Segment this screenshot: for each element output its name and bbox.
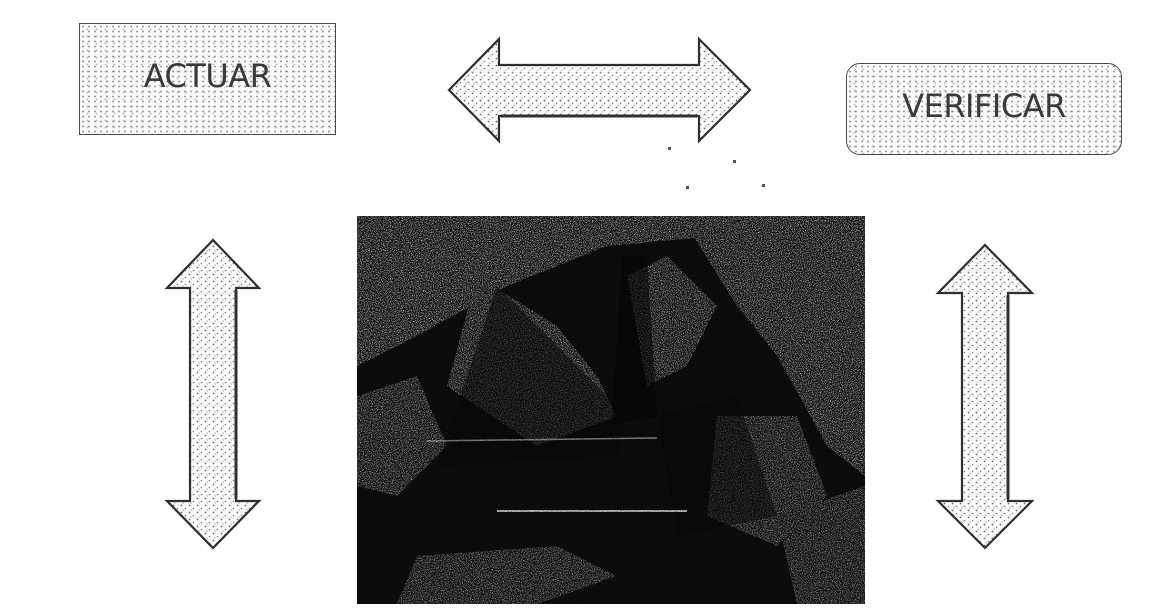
left-vertical-double-arrow-icon bbox=[164, 238, 262, 550]
right-vertical-double-arrow-icon bbox=[935, 243, 1035, 550]
scan-speck bbox=[762, 184, 765, 187]
scan-speck bbox=[686, 186, 689, 189]
central-photo bbox=[357, 216, 865, 604]
verificar-box: VERIFICAR bbox=[846, 63, 1122, 155]
scan-speck bbox=[733, 160, 736, 163]
horizontal-double-arrow-icon bbox=[447, 36, 752, 144]
scan-speck bbox=[668, 147, 671, 150]
actuar-label: ACTUAR bbox=[143, 57, 272, 95]
actuar-box: ACTUAR bbox=[79, 23, 336, 135]
verificar-label: VERIFICAR bbox=[902, 87, 1066, 125]
